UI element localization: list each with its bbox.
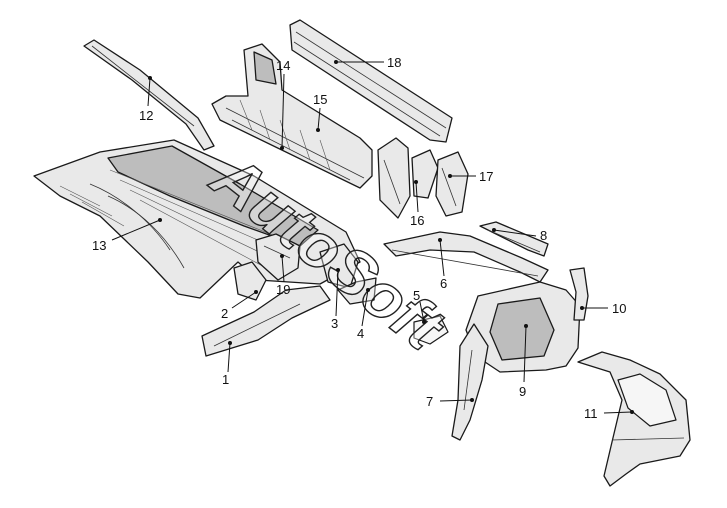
leader-15 bbox=[317, 107, 321, 131]
leader-dot-19 bbox=[280, 254, 284, 258]
leader-dot-12 bbox=[148, 76, 152, 80]
leader-16 bbox=[415, 181, 419, 213]
part-18-crossmember bbox=[289, 19, 453, 143]
leader-4 bbox=[361, 289, 369, 327]
part-19-bracket bbox=[255, 233, 301, 281]
leader-12 bbox=[147, 77, 151, 107]
callout-5: 5 bbox=[413, 288, 420, 303]
callout-16: 16 bbox=[410, 213, 424, 228]
callout-4: 4 bbox=[357, 326, 364, 341]
leader-dot-16 bbox=[414, 180, 418, 184]
leader-2 bbox=[231, 291, 257, 309]
callout-10: 10 bbox=[612, 301, 626, 316]
callout-19: 19 bbox=[276, 282, 290, 297]
callout-2: 2 bbox=[221, 306, 228, 321]
leader-dot-6 bbox=[438, 238, 442, 242]
callout-15: 15 bbox=[313, 92, 327, 107]
callout-14: 14 bbox=[276, 58, 290, 73]
callout-6: 6 bbox=[440, 276, 447, 291]
part-12-rail bbox=[83, 39, 215, 151]
callout-9: 9 bbox=[519, 384, 526, 399]
leader-6 bbox=[439, 239, 445, 277]
leader-dot-13 bbox=[158, 218, 162, 222]
leader-dot-2 bbox=[254, 290, 258, 294]
leader-dot-5 bbox=[422, 320, 426, 324]
callout-8: 8 bbox=[540, 228, 547, 243]
leader-dot-15 bbox=[316, 128, 320, 132]
part-7-9-wheel-housing bbox=[451, 281, 581, 441]
part-11-quarter-panel bbox=[577, 351, 691, 487]
callout-7: 7 bbox=[426, 394, 433, 409]
leader-3 bbox=[335, 269, 339, 317]
leader-1 bbox=[227, 342, 231, 373]
callout-labels: 1 2 3 4 5 6 7 8 9 10 11 12 13 14 15 16 1… bbox=[92, 55, 626, 421]
leader-dot-3 bbox=[336, 268, 340, 272]
leader-dot-17 bbox=[448, 174, 452, 178]
leader-dot-9 bbox=[524, 324, 528, 328]
leader-dot-14 bbox=[280, 146, 284, 150]
leader-5 bbox=[419, 301, 425, 323]
part-16-17-brackets bbox=[377, 137, 469, 219]
leader-dot-11 bbox=[630, 410, 634, 414]
callout-18: 18 bbox=[387, 55, 401, 70]
callout-11: 11 bbox=[584, 406, 598, 421]
leader-11 bbox=[603, 411, 633, 414]
callout-leaders bbox=[111, 60, 634, 414]
leader-dot-18 bbox=[334, 60, 338, 64]
callout-13: 13 bbox=[92, 238, 106, 253]
leader-9 bbox=[523, 325, 527, 383]
leader-dot-10 bbox=[580, 306, 584, 310]
leader-14 bbox=[281, 73, 285, 149]
part-14-15-rear-panel bbox=[211, 43, 373, 189]
part-1-2-sill bbox=[201, 261, 331, 357]
leader-19 bbox=[281, 255, 285, 283]
leader-dot-4 bbox=[366, 288, 370, 292]
leader-dot-7 bbox=[470, 398, 474, 402]
leader-dot-8 bbox=[492, 228, 496, 232]
leader-8 bbox=[493, 229, 537, 237]
leader-13 bbox=[111, 219, 161, 241]
callout-12: 12 bbox=[139, 108, 153, 123]
callout-3: 3 bbox=[331, 316, 338, 331]
leader-dot-1 bbox=[228, 341, 232, 345]
callout-17: 17 bbox=[479, 169, 493, 184]
leader-7 bbox=[439, 399, 473, 402]
callout-1: 1 bbox=[222, 372, 229, 387]
